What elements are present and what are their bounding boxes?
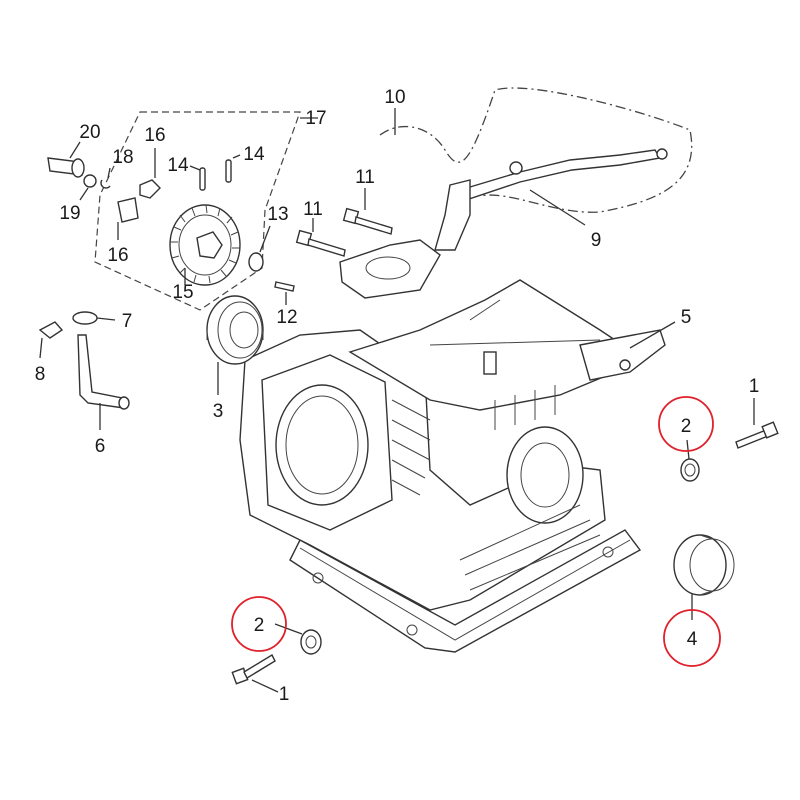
bolt-1-right [735, 421, 779, 449]
highlight-circle-2-left [231, 596, 287, 652]
callout-7: 7 [122, 311, 133, 332]
washer-13 [248, 252, 264, 272]
callout-17: 17 [305, 108, 326, 129]
callout-18: 18 [112, 147, 133, 168]
cylinder-bore [275, 384, 369, 506]
governor-gear [169, 204, 241, 286]
washer-2-left [300, 629, 322, 655]
leader-14a [189, 165, 201, 171]
washer-7 [72, 311, 98, 325]
governor-weight-16b [117, 197, 139, 223]
callout-14-left: 14 [167, 155, 189, 176]
callout-8: 8 [35, 364, 46, 385]
callout-1-left: 1 [279, 684, 290, 705]
washer-19 [83, 174, 97, 188]
leader-8 [39, 337, 43, 359]
callout-10: 10 [384, 87, 405, 108]
pin-12 [274, 281, 295, 292]
governor-weight-16a [139, 179, 161, 199]
highlight-circle-2-right [658, 396, 714, 452]
callout-3: 3 [213, 401, 224, 422]
leader-19 [79, 187, 89, 201]
bolt-1-left [231, 654, 276, 685]
callout-16-bottom: 16 [107, 245, 128, 266]
bolt-11b [342, 207, 393, 235]
washer-2-right [680, 458, 700, 482]
callout-19: 19 [59, 203, 80, 224]
callout-4: 4 [687, 629, 698, 650]
leader-9 [529, 189, 586, 226]
oil-seal-4 [673, 534, 735, 596]
leader-2-right [686, 439, 690, 460]
leader-7 [96, 317, 116, 321]
callout-2-right: 2 [681, 416, 692, 437]
callout-16-top: 16 [144, 125, 165, 146]
callout-13: 13 [267, 204, 288, 225]
crankcase-body [239, 279, 666, 653]
leader-2-left [274, 623, 303, 635]
callout-15: 15 [172, 282, 193, 303]
leader-18 [107, 167, 111, 179]
leader-5 [629, 321, 676, 349]
callout-20: 20 [79, 122, 100, 143]
leader-13 [259, 225, 271, 253]
bolt-11a [295, 229, 346, 257]
callout-14-right: 14 [243, 144, 265, 165]
clip-8 [38, 321, 64, 339]
pin-14a [199, 167, 206, 191]
leader-14b [232, 154, 241, 159]
clip-18 [100, 179, 111, 189]
callout-11-top: 11 [355, 167, 375, 188]
breather-cover [339, 239, 441, 299]
callout-11-bottom: 11 [303, 199, 323, 220]
callout-6: 6 [95, 436, 106, 457]
callout-9: 9 [591, 230, 602, 251]
governor-group-outline [94, 111, 301, 311]
callout-5: 5 [681, 307, 692, 328]
callout-1-right: 1 [749, 376, 760, 397]
highlight-circle-4 [663, 609, 721, 667]
breather-tube [339, 148, 668, 299]
crank-bearing-boss [506, 426, 584, 524]
pin-14b [225, 159, 232, 183]
bearing-3 [206, 295, 264, 365]
governor-shaft-20 [47, 157, 85, 178]
breather-route [379, 87, 693, 213]
leader-20 [69, 141, 81, 159]
leader-1-left [251, 679, 279, 693]
callout-2-left: 2 [254, 615, 265, 636]
dipstick-pipe-6 [77, 334, 125, 409]
callout-12: 12 [276, 307, 297, 328]
